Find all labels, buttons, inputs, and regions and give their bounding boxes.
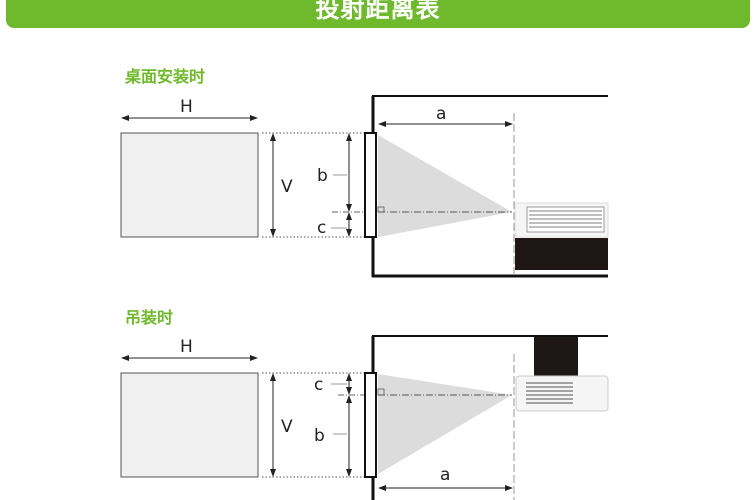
label-H: H bbox=[180, 337, 193, 357]
projector-icon bbox=[514, 202, 609, 238]
page-title: 投射距离表 bbox=[315, 0, 441, 23]
label-c: c bbox=[317, 218, 326, 238]
label-b: b bbox=[314, 426, 325, 446]
label-b: b bbox=[317, 166, 328, 186]
section-title-ceiling: 吊装时 bbox=[125, 308, 174, 327]
header-banner: 投射距离表 bbox=[6, 0, 750, 28]
section-title-desktop: 桌面安装时 bbox=[125, 67, 206, 86]
label-a: a bbox=[436, 104, 446, 124]
screen-front-view bbox=[120, 132, 259, 238]
projection-beam bbox=[378, 374, 512, 474]
ceiling-diagram: H V c b a bbox=[120, 335, 609, 500]
label-V: V bbox=[281, 417, 293, 437]
screen-front-view bbox=[120, 372, 259, 478]
label-c: c bbox=[314, 375, 323, 395]
table-icon bbox=[515, 238, 608, 270]
label-a: a bbox=[440, 465, 450, 485]
projection-beam bbox=[378, 135, 512, 237]
label-H: H bbox=[180, 97, 193, 117]
desktop-diagram: H V b c a bbox=[120, 95, 609, 278]
screen-side-view bbox=[364, 132, 377, 238]
projector-icon bbox=[515, 375, 609, 412]
ceiling-mount-icon bbox=[534, 337, 578, 377]
screen-side-view bbox=[364, 372, 377, 478]
label-V: V bbox=[281, 177, 293, 197]
